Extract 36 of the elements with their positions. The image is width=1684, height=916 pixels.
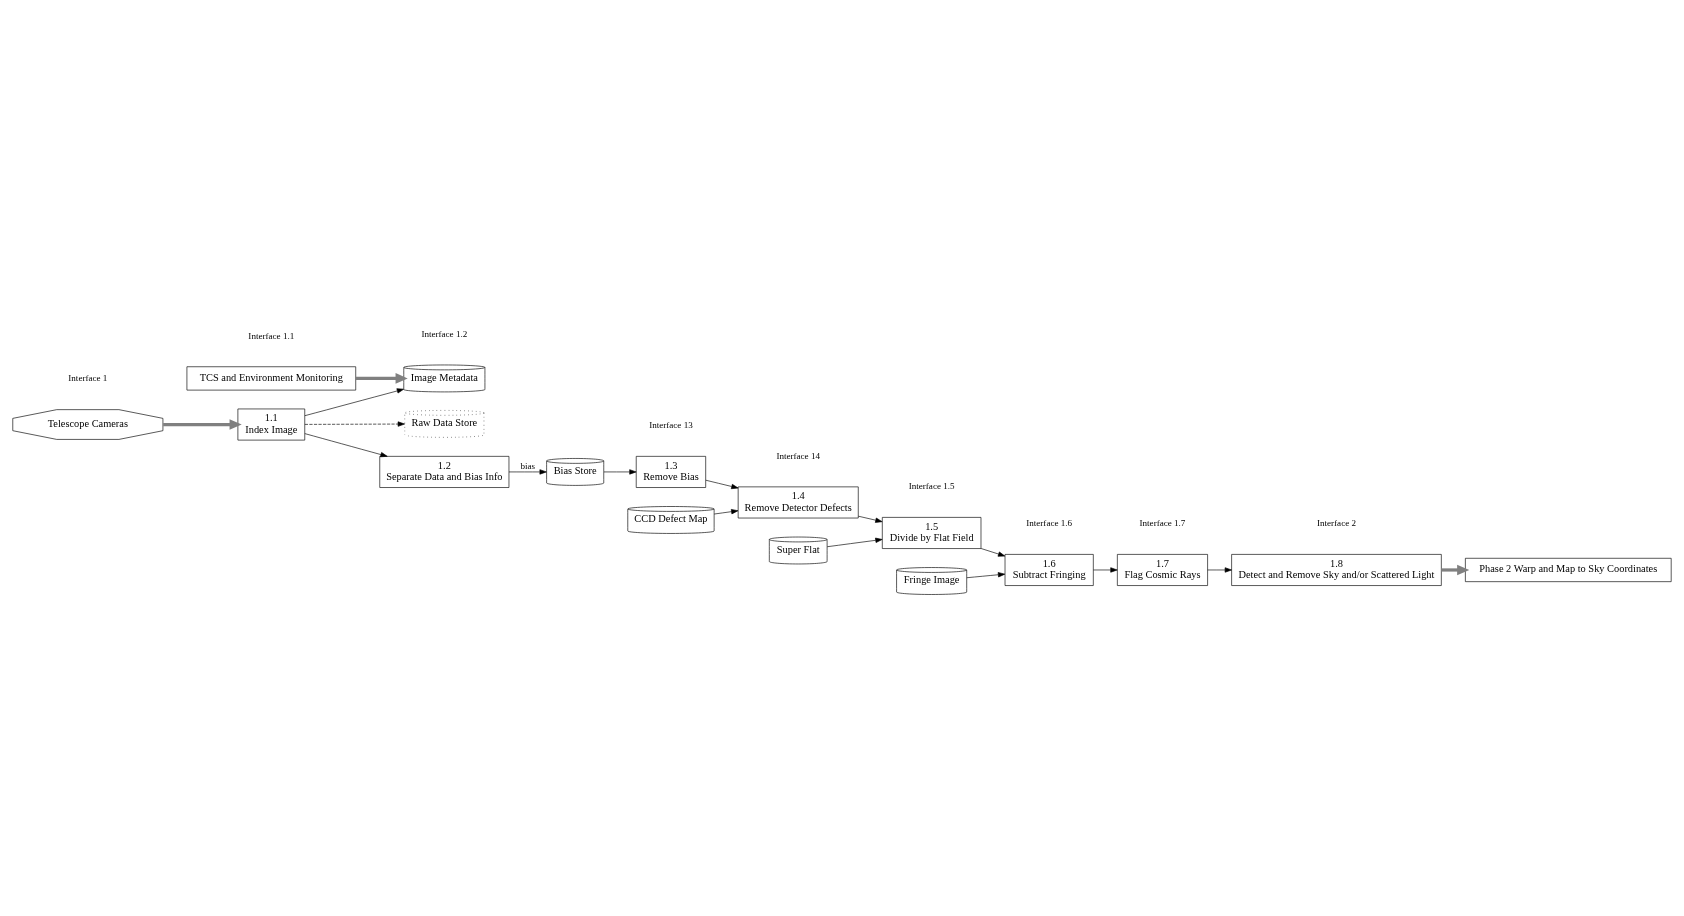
- label: Interface 13: [649, 419, 693, 430]
- node-box: TCS and Environment Monitoring: [186, 365, 357, 390]
- label: Interface 14: [776, 450, 821, 461]
- arrow: [858, 515, 883, 523]
- label: Interface 2: [1316, 517, 1357, 528]
- arrow: [603, 468, 637, 475]
- arrow: [1093, 566, 1118, 573]
- arrow: [1207, 566, 1232, 573]
- node-box: 1.8 Detect and Remove Sky and/or Scattered Light: [1231, 553, 1442, 586]
- node-box: Phase 2 Warp and Map to Sky Coordinates: [1465, 557, 1672, 582]
- arrow: [826, 537, 883, 547]
- arrow: [1441, 564, 1470, 575]
- label: Interface 1.7: [1139, 517, 1186, 528]
- label: Interface 1.5: [908, 480, 955, 491]
- arrow: [713, 508, 739, 514]
- node-box: 1.1 Index Image: [237, 408, 306, 440]
- label: Interface 1.1: [248, 330, 295, 341]
- node-box: 1.4 Remove Detector Defects: [737, 486, 859, 518]
- arrow: [304, 432, 388, 457]
- arrow: [355, 372, 408, 384]
- arrow: [304, 420, 405, 427]
- edge-label: bias: [520, 460, 536, 471]
- arrow: [966, 571, 1006, 578]
- node-box: 1.6 Subtract Fringing: [1004, 553, 1094, 586]
- node-box: 1.2 Separate Data and Bias Info: [379, 455, 510, 488]
- label: Interface 1.6: [1026, 517, 1073, 528]
- node-box: 1.5 Divide by Flat Field: [881, 516, 982, 549]
- node-box: 1.7 Flag Cosmic Rays: [1117, 553, 1208, 586]
- arrow: [163, 418, 242, 430]
- arrow: [508, 468, 547, 475]
- label: Interface 1.2: [421, 328, 468, 339]
- node-box: 1.3 Remove Bias: [635, 455, 706, 488]
- arrow: [705, 479, 739, 489]
- arrow: [980, 547, 1006, 557]
- label: Interface 1: [68, 372, 108, 383]
- arrow: [304, 387, 404, 416]
